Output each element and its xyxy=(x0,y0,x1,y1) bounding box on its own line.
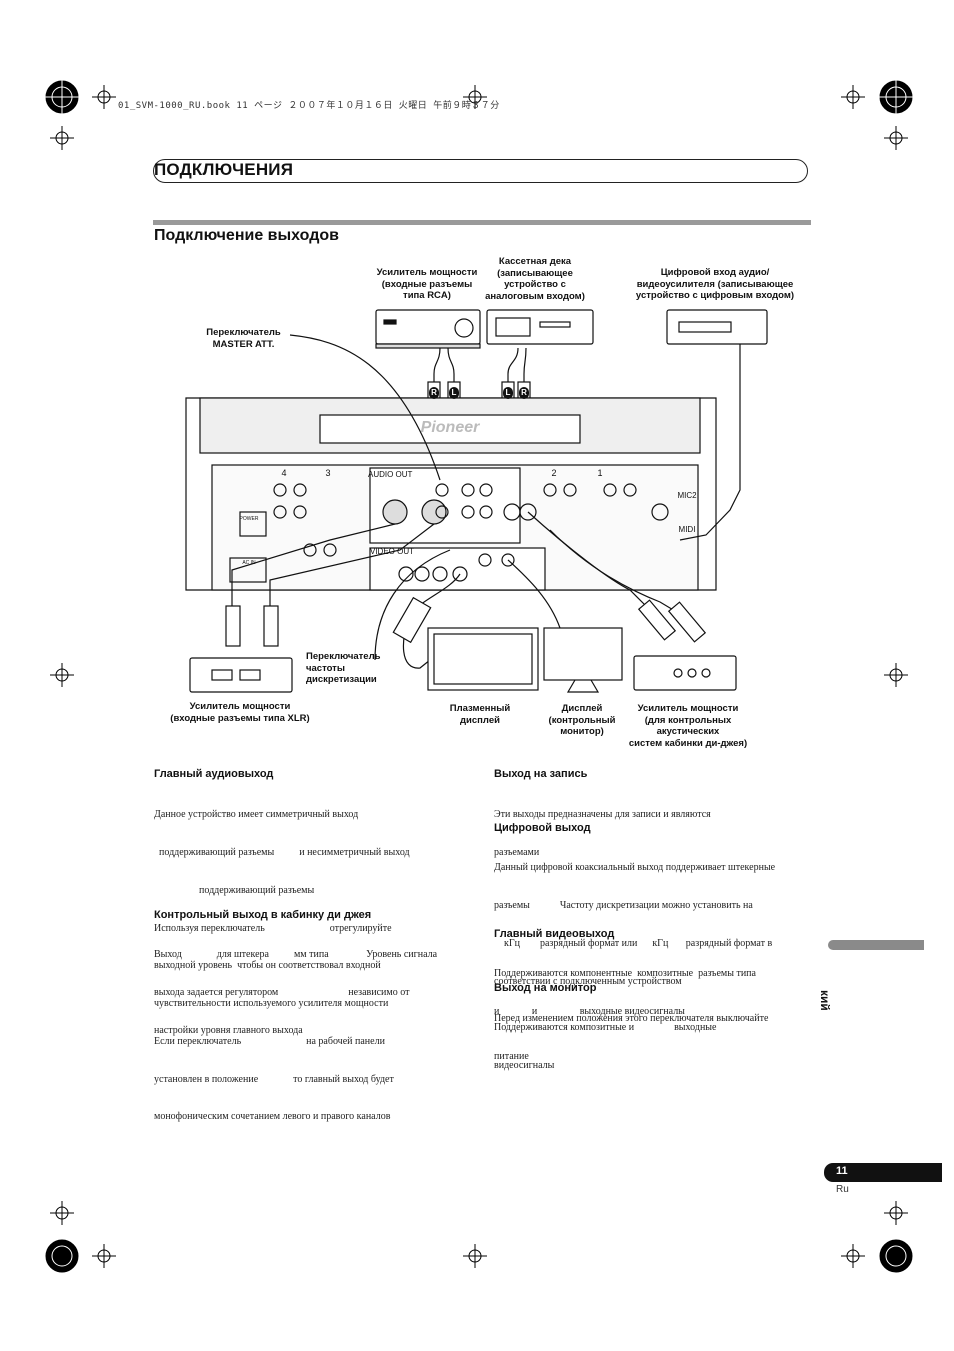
panel-midi: MIDI xyxy=(678,525,696,534)
language-tab-text: кий xyxy=(818,990,832,1011)
text-main-video-out: Поддерживаются компонентные композитные … xyxy=(494,968,756,1017)
panel-power: POWER xyxy=(239,516,259,522)
xlr-amp-device xyxy=(189,657,293,693)
heading-main-audio-out: Главный аудиовыход xyxy=(154,768,274,780)
label-monitor: Дисплей (контрольный монитор) xyxy=(548,703,616,737)
page-language: Ru xyxy=(836,1184,849,1195)
plug-l-2: L xyxy=(503,387,513,399)
panel-video-out: VIDEO OUT xyxy=(370,547,415,556)
channel-1: 1 xyxy=(597,468,603,478)
panel-ac-in: AC IN xyxy=(242,560,256,566)
heading-monitor-out: Выход на монитор xyxy=(494,982,597,994)
label-cassette-deck: Кассетная дека (записывающее устройство … xyxy=(485,256,585,302)
rca-amp-device xyxy=(375,309,481,345)
label-digital-input: Цифровой вход аудио/ видеоусилителя (зап… xyxy=(635,267,795,301)
subsection-title: Подключение выходов xyxy=(154,227,339,244)
plug-l-1: L xyxy=(449,387,459,399)
target-mark-top-right xyxy=(876,77,916,117)
target-mark-bottom-right xyxy=(879,1239,913,1273)
page-number: 11 xyxy=(836,1165,848,1177)
channel-2: 2 xyxy=(551,468,557,478)
heading-booth-out: Контрольный выход в кабинку ди джея xyxy=(154,909,372,921)
plug-r-1: R xyxy=(429,387,439,399)
crosshair-marks xyxy=(50,85,908,1268)
book-file-line: 01_SVM-1000_RU.book 11 ページ ２００７年１０月１６日 火… xyxy=(118,101,500,111)
text-monitor-out: Поддерживаются композитные и выходные ви… xyxy=(494,1022,717,1071)
language-tab xyxy=(828,940,924,950)
section-title-box xyxy=(153,159,808,183)
page-number-box xyxy=(824,1163,942,1182)
text-booth-out: Выход для штекера мм типа Уровень сигнал… xyxy=(154,949,438,1036)
panel-audio-out: AUDIO OUT xyxy=(368,470,413,479)
heading-rec-out: Выход на запись xyxy=(494,768,588,780)
booth-amp-device xyxy=(633,655,737,691)
monitor-display xyxy=(543,627,623,681)
channel-4: 4 xyxy=(281,468,287,478)
connection-diagram-drawing xyxy=(185,309,768,693)
label-amp-rca: Усилитель мощности (входные разъемы типа… xyxy=(376,267,478,301)
text-rec-out: Эти выходы предназначены для записи и яв… xyxy=(494,809,711,858)
connection-diagram: Усилитель мощности (входные разъемы типа… xyxy=(150,250,794,750)
text-main-audio-out: Данное устройство имеет симметричный вых… xyxy=(154,809,410,1123)
brand-logo: Pioneer xyxy=(420,419,480,436)
target-mark-top-left xyxy=(42,77,82,117)
subsection-rule xyxy=(153,220,811,225)
text-digital-out: Данный цифровой коаксиальный выход подде… xyxy=(494,862,776,1063)
digital-amp-device xyxy=(666,309,768,345)
channel-3: 3 xyxy=(325,468,331,478)
target-mark-bottom-left xyxy=(45,1239,79,1273)
plug-r-2: R xyxy=(519,387,529,399)
label-plasma: Плазменный дисплей xyxy=(449,703,511,726)
label-booth-amp: Усилитель мощности (для контрольных акус… xyxy=(628,703,748,749)
label-amp-xlr: Усилитель мощности (входные разъемы типа… xyxy=(170,701,310,724)
panel-mic2: MIC2 xyxy=(677,491,697,500)
section-title: ПОДКЛЮЧЕНИЯ xyxy=(154,160,294,179)
heading-digital-out: Цифровой выход xyxy=(494,822,591,834)
label-master-att: Переключатель MASTER ATT. xyxy=(206,327,281,350)
heading-main-video-out: Главный видеовыход xyxy=(494,928,615,940)
label-sampling-switch: Переключатель частоты дискретизации xyxy=(306,651,381,685)
